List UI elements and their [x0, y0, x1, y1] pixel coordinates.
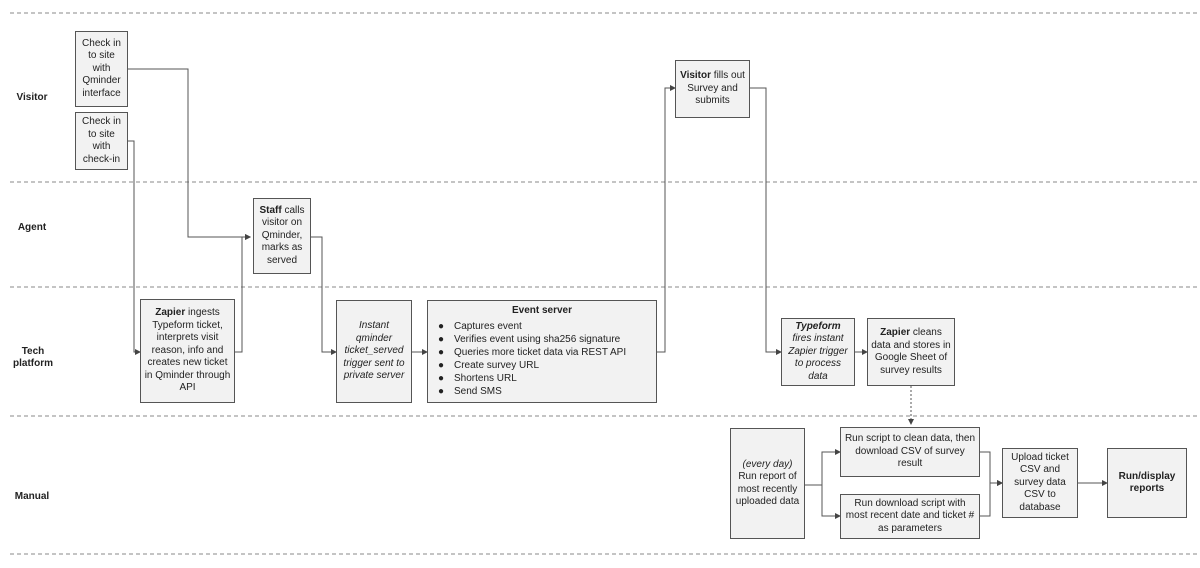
connector-zapier-to-staff: [235, 234, 251, 353]
zapier-ingests-text: Zapier ingests Typeform ticket, interpre…: [144, 307, 231, 395]
visitor-fills-box: Visitor fills out Survey and submits: [675, 60, 750, 118]
checkin-qminder-box: Check in to site with Qminder interface: [75, 31, 128, 107]
checkin-qminder-text: Check in to site with Qminder interface: [82, 37, 121, 99]
lane-label-tech-line1: Tech: [21, 346, 45, 357]
event-server-box: Event server ● Captures event ● Verifies e…: [427, 300, 657, 403]
list-item-text: Queries more ticket data via REST API: [454, 346, 627, 358]
zapier-ingests-rest: ingests Typeform ticket, interprets visi…: [144, 307, 231, 394]
list-item: ● Queries more ticket data via REST API: [436, 346, 648, 359]
run-script-clean-text: Run script to clean data, then download …: [844, 433, 976, 470]
connector-checkin-to-staff: [128, 68, 251, 240]
list-item-text: Verifies event using sha256 signature: [454, 333, 621, 345]
staff-calls-bold: Staff: [259, 204, 282, 216]
checkin-checkin-box: Check in to site with check-in: [75, 112, 128, 170]
event-server-title: Event server: [511, 305, 573, 317]
run-download-text: Run download script with most recent dat…: [845, 497, 975, 534]
list-item: ● Captures event: [436, 320, 648, 333]
bullet-icon: ●: [438, 372, 445, 384]
zapier-ingests-bold: Zapier: [155, 307, 186, 319]
list-item: ● Send SMS: [436, 385, 648, 398]
connector-everyday-to-clean: [805, 449, 841, 486]
connector-checkin-to-zapier: [128, 140, 141, 355]
upload-ticket-text: Upload ticket CSV and survey data CSV to…: [1011, 451, 1069, 513]
zapier-cleans-text: Zapier cleans data and stores in Google …: [871, 327, 951, 377]
list-item: ● Shortens URL: [436, 372, 648, 385]
list-item: ● Create survey URL: [436, 359, 648, 372]
zapier-cleans-bold: Zapier: [880, 327, 911, 338]
connector-visitor-to-typeform: [750, 87, 782, 355]
bullet-icon: ●: [438, 333, 445, 345]
bullet-icon: ●: [438, 359, 445, 371]
list-item-text: Create survey URL: [454, 359, 540, 371]
every-day-italic: (every day): [742, 458, 793, 470]
bullet-icon: ●: [438, 346, 445, 358]
visitor-fills-bold: Visitor: [680, 70, 712, 82]
bullet-icon: ●: [438, 320, 445, 332]
event-server-list: ● Captures event ● Verifies event using sh…: [436, 320, 648, 398]
zapier-ingests-box: Zapier ingests Typeform ticket, interpre…: [140, 299, 235, 403]
every-day-box: (every day) Run report of most recently …: [730, 428, 805, 539]
list-item-text: Shortens URL: [454, 372, 517, 384]
staff-calls-box: Staff calls visitor on Qminder, marks as…: [253, 198, 311, 274]
connector-clean-to-upload: [980, 451, 1003, 486]
lane-label-manual: Manual: [14, 491, 50, 502]
connector-download-to-upload: [980, 480, 1003, 517]
typeform-fires-text: Typeform fires instant Zapier trigger to…: [785, 321, 851, 384]
list-item-text: Send SMS: [454, 385, 502, 397]
every-day-rest: Run report of most recently uploaded dat…: [735, 471, 800, 507]
checkin-checkin-text: Check in to site with check-in: [82, 116, 121, 165]
list-item-text: Captures event: [454, 320, 522, 332]
lane-label-tech-platform: Tech platform: [12, 346, 54, 370]
instant-trigger-text: Instant qminder ticket_served trigger se…: [343, 320, 405, 382]
run-script-clean-box: Run script to clean data, then download …: [840, 427, 980, 477]
connector-everyday-to-download: [805, 484, 841, 519]
typeform-fires-box: Typeform fires instant Zapier trigger to…: [781, 318, 855, 386]
staff-calls-text: Staff calls visitor on Qminder, marks as…: [257, 205, 307, 268]
visitor-fills-rest: fills out Survey and submits: [687, 70, 745, 107]
instant-trigger-box: Instant qminder ticket_served trigger se…: [336, 300, 412, 403]
zapier-cleans-box: Zapier cleans data and stores in Google …: [867, 318, 955, 386]
list-item: ● Verifies event using sha256 signature: [436, 333, 648, 346]
run-display-text: Run/display reports: [1118, 470, 1176, 495]
connector-staff-to-instant: [311, 236, 337, 355]
staff-calls-rest: calls visitor on Qminder, marks as serve…: [261, 204, 305, 266]
run-download-box: Run download script with most recent dat…: [840, 494, 980, 539]
lane-label-visitor: Visitor: [16, 92, 48, 103]
typeform-fires-bold: Typeform: [795, 320, 841, 332]
run-display-box: Run/display reports: [1107, 448, 1187, 518]
typeform-fires-rest: fires instant Zapier trigger to process …: [788, 333, 848, 382]
zapier-cleans-rest: cleans data and stores in Google Sheet o…: [871, 327, 951, 376]
connector-event-to-visitor: [657, 85, 676, 353]
bullet-icon: ●: [438, 385, 445, 397]
visitor-fills-text: Visitor fills out Survey and submits: [679, 70, 746, 108]
upload-ticket-box: Upload ticket CSV and survey data CSV to…: [1002, 448, 1078, 518]
lane-label-tech-line2: platform: [13, 358, 53, 369]
lane-label-agent: Agent: [17, 222, 47, 233]
